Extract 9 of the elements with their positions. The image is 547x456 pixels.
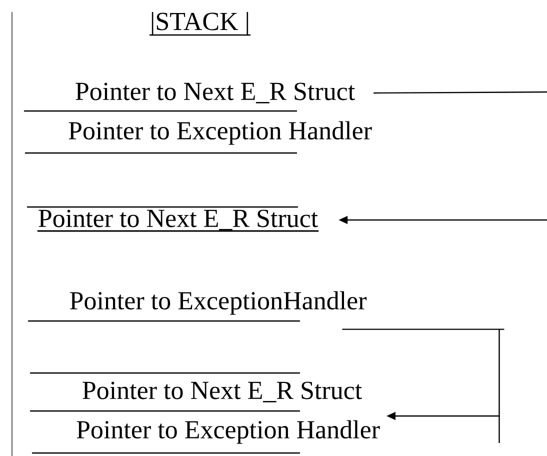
arrow: [342, 328, 505, 443]
stack-entry: Pointer to Exception Handler: [32, 420, 380, 454]
title: |STACK |: [149, 12, 251, 36]
connector-line: [374, 91, 547, 94]
stack-entry: Pointer to Next E_R Struct: [27, 206, 319, 232]
stack-entry: Pointer to Next E_R Struct: [30, 372, 362, 412]
stack-entry: Pointer to Next E_R Struct: [24, 82, 355, 112]
stack-entry: Pointer to ExceptionHandler: [28, 291, 367, 322]
stack-entry: Pointer to Exception Handler: [25, 121, 372, 154]
